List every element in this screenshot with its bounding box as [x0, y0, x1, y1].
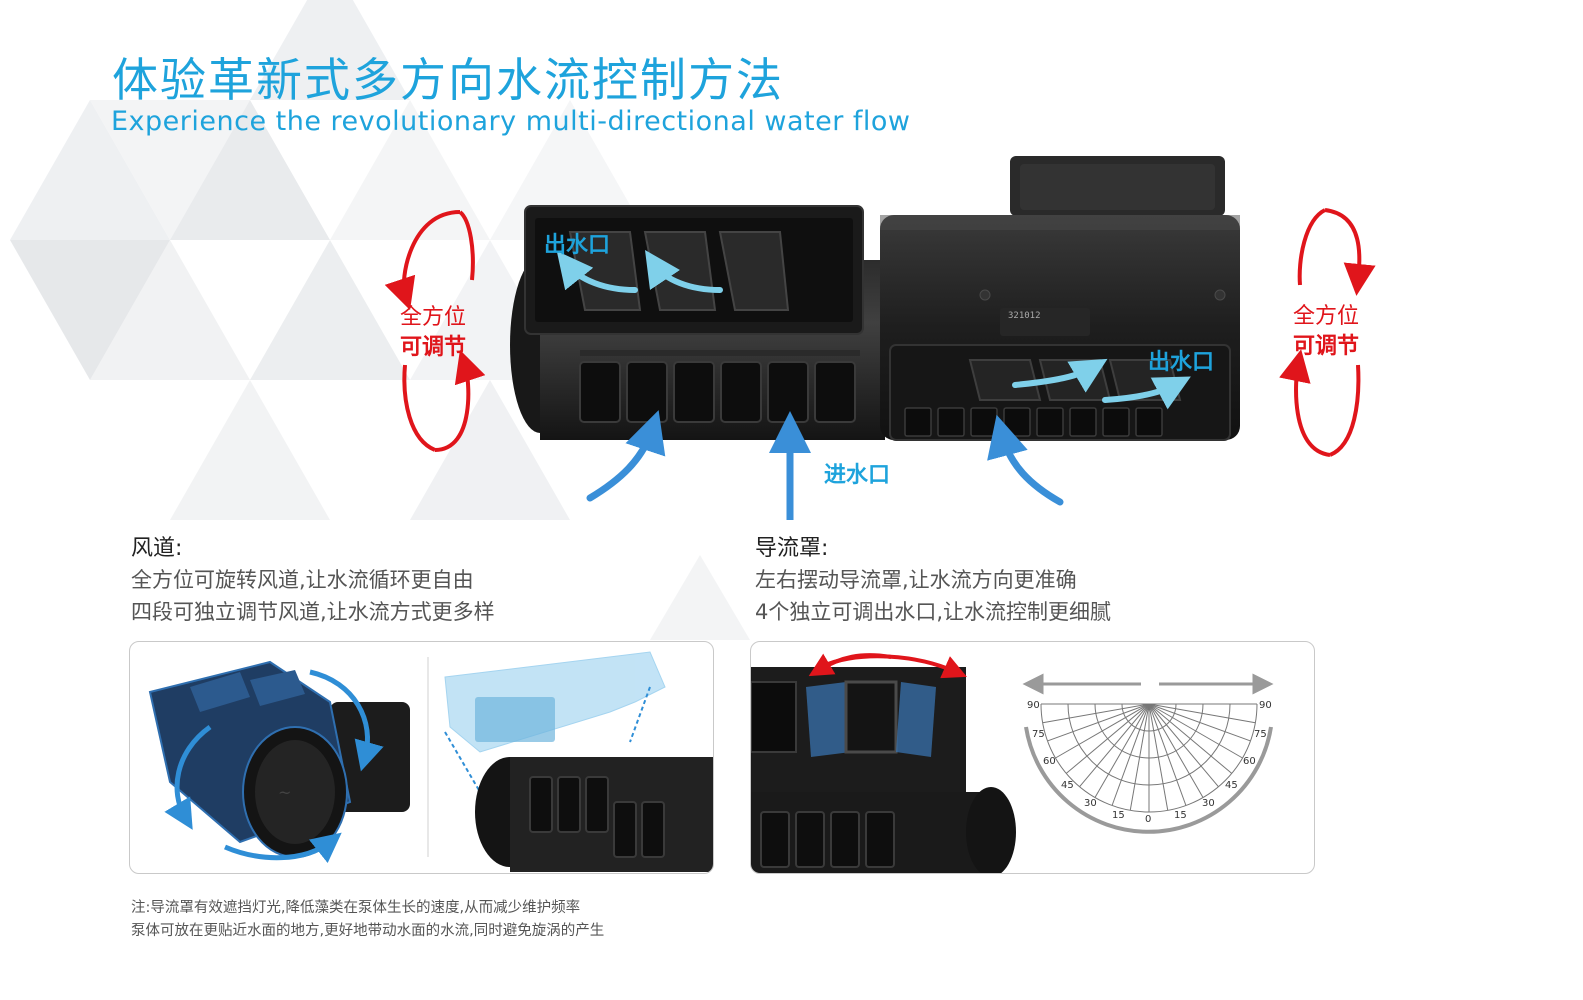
angle-label: 90: [1027, 700, 1040, 711]
page-title-cn: 体验革新式多方向水流控制方法: [112, 53, 784, 107]
angle-label: 60: [1043, 756, 1056, 767]
air-duct-line1: 全方位可旋转风道,让水流循环更自由: [131, 568, 474, 592]
svg-text:~: ~: [278, 783, 291, 802]
inlet-label: 进水口: [824, 463, 891, 488]
angle-label: 75: [1254, 729, 1267, 740]
outlet-label-right: 出水口: [1148, 350, 1215, 375]
angle-label: 45: [1061, 780, 1074, 791]
adjust-label-left: 全方位 可调节: [400, 305, 467, 360]
air-duct-heading: 风道:: [131, 536, 183, 561]
deflector-line1: 左右摆动导流罩,让水流方向更准确: [755, 568, 1077, 592]
angle-label: 75: [1032, 729, 1045, 740]
deflector-panel: 90 75 60 45 30 15 0 15 30 45 60 75 90: [750, 641, 1315, 874]
deflector-illustration: 90 75 60 45 30 15 0 15 30 45 60 75 90: [751, 653, 1274, 873]
pump-hero-illustration: 321012: [384, 156, 1376, 520]
rotate-arrow-right-icon: [1279, 208, 1376, 457]
deflector-line2: 4个独立可调出水口,让水流控制更细腻: [755, 600, 1112, 624]
rotate-arrow-blue-icon: [164, 669, 384, 864]
outlet-label-top: 出水口: [544, 233, 611, 258]
adjust-label-right: 全方位 可调节: [1293, 304, 1360, 359]
angle-label: 30: [1084, 798, 1097, 809]
air-duct-panel: ~: [129, 641, 714, 874]
protractor-arc: [1094, 703, 1204, 759]
angle-label: 15: [1112, 810, 1125, 821]
air-duct-line2: 四段可独立调节风道,让水流方式更多样: [131, 600, 495, 624]
note-line1: 注:导流罩有效遮挡灯光,降低藻类在泵体生长的速度,从而减少维护频率: [131, 900, 581, 916]
angle-scale: [1022, 673, 1274, 834]
angle-label: 60: [1243, 756, 1256, 767]
protractor-arc: [1121, 703, 1177, 732]
angle-label: 90: [1259, 700, 1272, 711]
angle-label: 30: [1202, 798, 1215, 809]
angle-label: 0: [1145, 814, 1151, 825]
deflector-heading: 导流罩:: [755, 536, 829, 561]
air-duct-illustration: ~: [148, 651, 713, 872]
page-title-en: Experience the revolutionary multi-direc…: [111, 106, 911, 137]
angle-label: 45: [1225, 780, 1238, 791]
dial-marking: 321012: [1008, 311, 1041, 321]
protractor-arc: [1040, 703, 1258, 813]
protractor-arc: [1067, 703, 1231, 786]
angle-label: 15: [1174, 810, 1187, 821]
rotate-arrow-left-icon: [384, 210, 486, 452]
note-line2: 泵体可放在更贴近水面的地方,更好地带动水面的水流,同时避免旋涡的产生: [131, 923, 605, 939]
